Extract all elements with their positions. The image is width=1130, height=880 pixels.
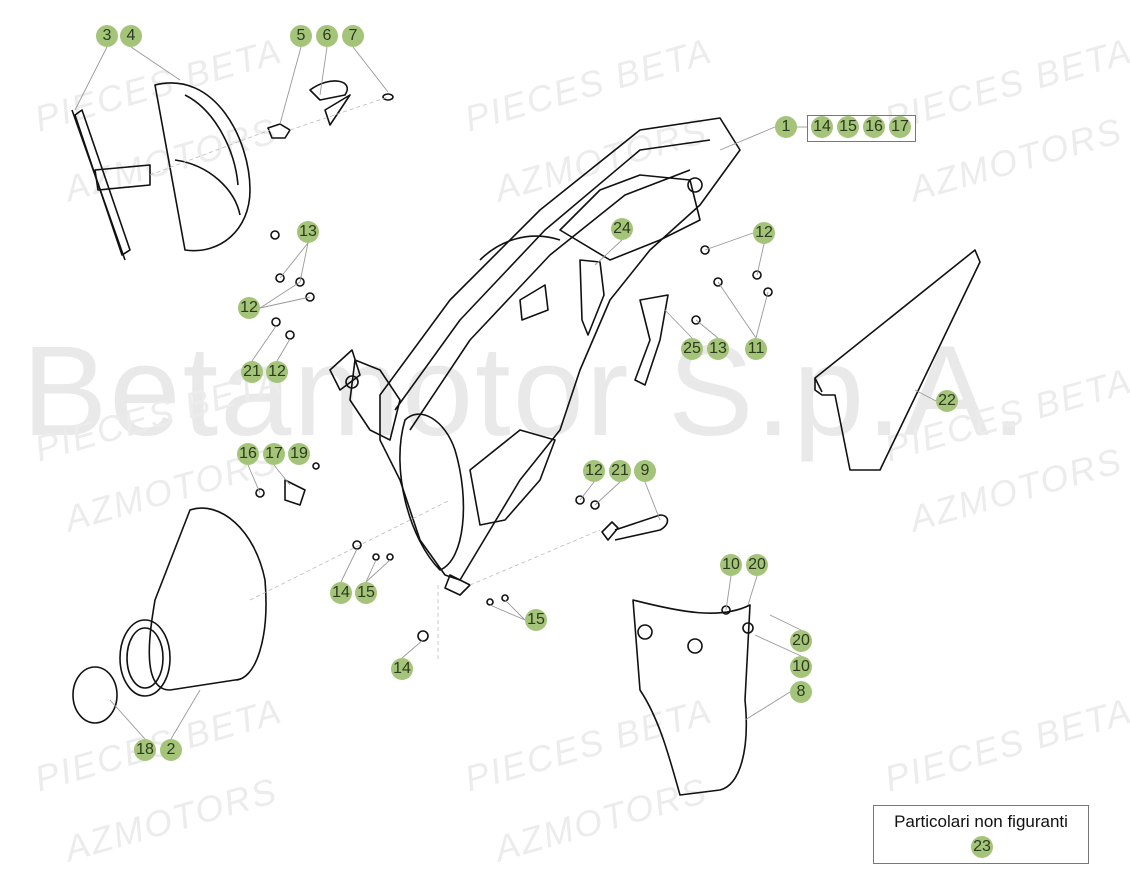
callout-badge-10[interactable]: 10 [720,554,742,576]
air-filter [71,82,251,261]
callout-badge-13[interactable]: 13 [297,221,319,243]
callout-badge-1[interactable]: 1 [775,116,797,138]
intake-boot [72,507,267,724]
airbox-body [329,117,741,596]
callout-badge-24[interactable]: 24 [611,218,633,240]
part-group-bracket [807,115,916,142]
fasteners [255,230,773,642]
callout-badge-12[interactable]: 12 [266,361,288,383]
watermark-betamotor: Betamotor S.p.A. [22,320,1029,463]
callout-badge-8[interactable]: 8 [790,681,812,703]
callout-badge-12[interactable]: 12 [238,297,260,319]
mudguard-section [632,599,751,796]
callout-badge-4[interactable]: 4 [120,25,142,47]
drain-plug [601,514,669,541]
callout-badge-18[interactable]: 18 [134,739,156,761]
callout-badge-16[interactable]: 16 [237,443,259,465]
axis-lines [149,96,601,660]
side-panel [814,249,981,471]
callout-badge-17[interactable]: 17 [889,116,911,138]
callout-badge-5[interactable]: 5 [290,25,312,47]
callout-badge-22[interactable]: 22 [936,390,958,412]
callout-badge-20[interactable]: 20 [746,554,768,576]
callout-badge-15[interactable]: 15 [525,609,547,631]
callout-badge-7[interactable]: 7 [342,25,364,47]
callout-badge-10[interactable]: 10 [790,656,812,678]
callout-badge-14[interactable]: 14 [330,582,352,604]
callout-badge-6[interactable]: 6 [316,25,338,47]
callout-badge-20[interactable]: 20 [790,630,812,652]
callout-badge-14[interactable]: 14 [391,658,413,680]
callout-badge-16[interactable]: 16 [863,116,885,138]
callout-badge-17[interactable]: 17 [263,443,285,465]
callout-badge-15[interactable]: 15 [837,116,859,138]
callout-badge-25[interactable]: 25 [681,338,703,360]
leader-lines [74,46,937,740]
callout-badge-23[interactable]: 23 [971,836,993,858]
callout-badge-3[interactable]: 3 [96,25,118,47]
callout-badge-11[interactable]: 11 [745,338,767,360]
callout-badge-9[interactable]: 9 [634,460,656,482]
callout-badge-12[interactable]: 12 [583,460,605,482]
legend-box: Particolari non figuranti 23 [873,805,1089,864]
callout-badge-15[interactable]: 15 [355,582,377,604]
callout-badge-13[interactable]: 13 [707,338,729,360]
callout-badge-12[interactable]: 12 [753,222,775,244]
callout-badge-14[interactable]: 14 [811,116,833,138]
callout-badge-2[interactable]: 2 [160,739,182,761]
callout-badge-19[interactable]: 19 [288,443,310,465]
legend-title: Particolari non figuranti [894,812,1068,831]
callout-badge-21[interactable]: 21 [609,460,631,482]
clip-parts [267,80,394,139]
callout-badge-21[interactable]: 21 [241,361,263,383]
